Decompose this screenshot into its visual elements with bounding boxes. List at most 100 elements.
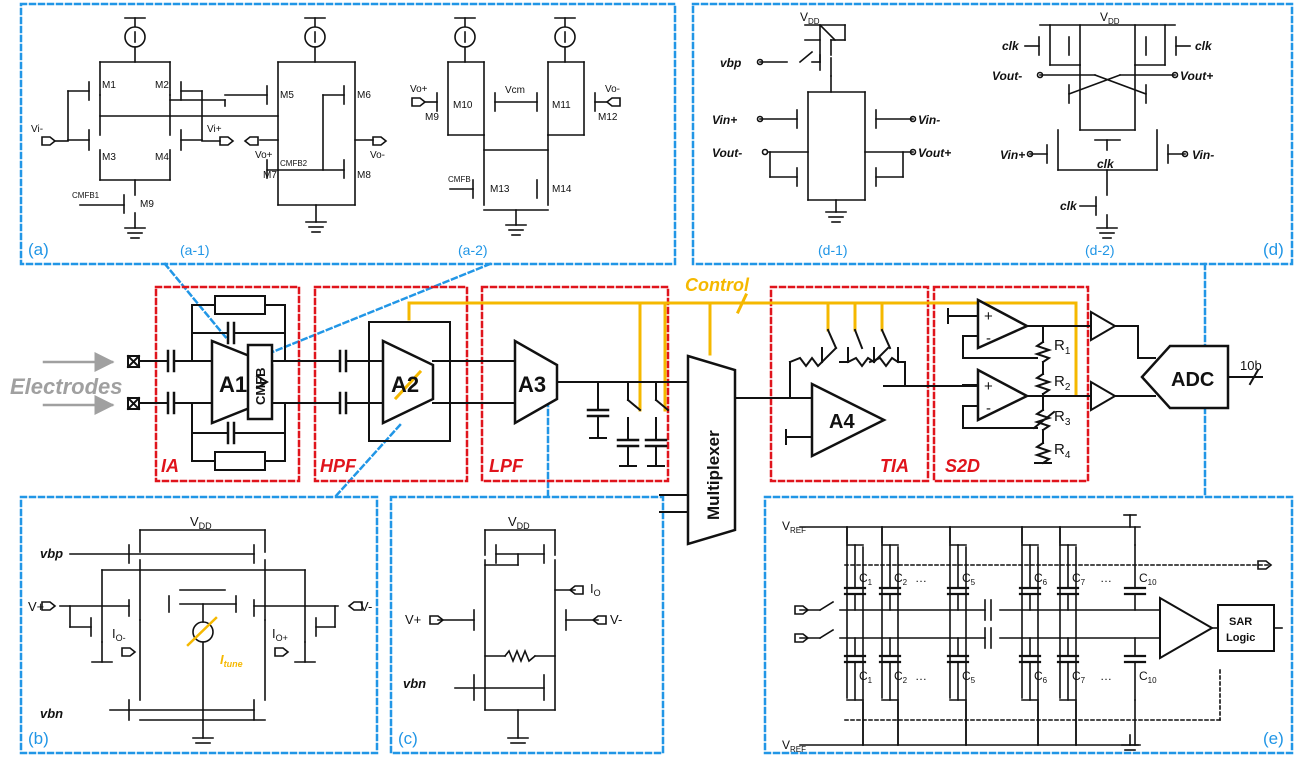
svg-text:M13: M13 xyxy=(490,184,510,195)
panel-a-circuit xyxy=(41,17,621,239)
cmfb-label: CMFB xyxy=(253,367,268,405)
svg-text:V-: V- xyxy=(360,599,372,614)
svg-text:M8: M8 xyxy=(357,170,371,181)
r2-label: R2 xyxy=(1054,373,1071,393)
svg-text:M10: M10 xyxy=(453,100,473,111)
multiplexer-label: Multiplexer xyxy=(704,430,723,520)
svg-text:Vi+: Vi+ xyxy=(207,124,222,135)
s2d-bot-minus: - xyxy=(986,400,991,417)
svg-text:VDD: VDD xyxy=(800,10,820,26)
svg-text:M11: M11 xyxy=(552,100,571,111)
ia-label: IA xyxy=(161,456,179,476)
svg-text:M3: M3 xyxy=(102,152,116,163)
cap-ellipsis: … xyxy=(915,669,927,683)
svg-text:M6: M6 xyxy=(357,90,371,101)
tia-label: TIA xyxy=(880,456,909,476)
svg-text:vbp: vbp xyxy=(720,56,741,70)
cap-label-bottom-3: C6 xyxy=(1034,669,1048,685)
electrodes-arrows xyxy=(42,352,115,415)
panel-a2-tag: (a-2) xyxy=(458,242,488,258)
svg-text:VREF: VREF xyxy=(782,519,806,535)
control-label: Control xyxy=(685,275,750,295)
cap-ellipsis: … xyxy=(915,571,927,585)
svg-text:Vin+: Vin+ xyxy=(712,113,737,127)
s2d-top-minus: - xyxy=(986,330,991,347)
panel-c-circuit xyxy=(429,529,607,744)
svg-text:M9: M9 xyxy=(425,112,439,123)
svg-text:Vin-: Vin- xyxy=(1192,148,1214,162)
svg-text:M12: M12 xyxy=(598,112,618,123)
svg-text:Vo+: Vo+ xyxy=(255,150,273,161)
control-bus xyxy=(404,293,1078,412)
svg-text:Vo-: Vo- xyxy=(370,150,385,161)
svg-text:SAR: SAR xyxy=(1229,616,1252,628)
svg-text:V-: V- xyxy=(610,612,622,627)
svg-text:IO-: IO- xyxy=(112,626,126,643)
svg-text:M5: M5 xyxy=(280,90,294,101)
s2d-opamp-top xyxy=(976,297,1030,350)
panel-b-frame xyxy=(19,495,379,755)
panel-b-circuit xyxy=(41,529,363,744)
panel-d1-tag: (d-1) xyxy=(818,242,848,258)
panel-e-labels: VREF VREF SAR Logic xyxy=(782,519,1255,754)
panel-a-labels: M1 M2 M3 M4 M5 M6 M7 M8 M9 Vi- Vi+ Vo+ V… xyxy=(31,80,620,210)
a4-label: A4 xyxy=(829,411,855,433)
svg-text:Vout+: Vout+ xyxy=(1180,69,1213,83)
cap-label-top-5: C10 xyxy=(1139,571,1157,587)
svg-text:Vout-: Vout- xyxy=(992,69,1022,83)
panel-d-circuit xyxy=(756,23,1191,239)
s2d-bot-plus: + xyxy=(984,378,993,395)
cap-label-top-3: C6 xyxy=(1034,571,1048,587)
svg-text:Vin-: Vin- xyxy=(918,113,940,127)
red-blocks xyxy=(154,285,1090,483)
cap-label-bottom-4: C7 xyxy=(1072,669,1086,685)
svg-text:V+: V+ xyxy=(28,599,44,614)
cap-label-top-2: C5 xyxy=(962,571,976,587)
cap-label-bottom-1: C2 xyxy=(894,669,908,685)
svg-text:clk: clk xyxy=(1097,157,1115,171)
a1-label: A1 xyxy=(219,372,247,397)
panel-a-tags: (a) (a-1) (a-2) xyxy=(28,240,488,259)
svg-text:V+: V+ xyxy=(405,612,421,627)
a3-label: A3 xyxy=(518,372,546,397)
cap-label-top-0: C1 xyxy=(859,571,873,587)
panel-d-tag: (d) xyxy=(1263,240,1284,259)
panel-frames xyxy=(19,2,1294,755)
panel-c-labels: VDD V+ V- IO vbn xyxy=(403,514,622,691)
svg-text:IO+: IO+ xyxy=(272,626,288,643)
s2d-label: S2D xyxy=(945,456,980,476)
amplifier-shapes xyxy=(210,297,1030,546)
panel-e-circuit xyxy=(794,514,1283,751)
cap-label-top-1: C2 xyxy=(894,571,908,587)
a4-amp xyxy=(810,381,887,459)
svg-text:Vout-: Vout- xyxy=(712,146,742,160)
svg-text:vbp: vbp xyxy=(40,546,63,561)
panel-e-frame xyxy=(763,495,1294,755)
svg-text:clk: clk xyxy=(1060,199,1078,213)
svg-text:Vcm: Vcm xyxy=(505,85,525,96)
svg-text:CMFB: CMFB xyxy=(448,175,471,184)
cap-label-top-4: C7 xyxy=(1072,571,1086,587)
svg-text:clk: clk xyxy=(1002,39,1020,53)
panel-c-frame xyxy=(389,495,665,755)
cap-label-bottom-2: C5 xyxy=(962,669,976,685)
svg-text:Vout+: Vout+ xyxy=(918,146,951,160)
svg-text:VDD: VDD xyxy=(190,514,212,531)
svg-text:VDD: VDD xyxy=(1100,10,1120,26)
r1-label: R1 xyxy=(1054,337,1071,357)
panel-c-tag: (c) xyxy=(398,729,418,748)
svg-text:M9: M9 xyxy=(140,199,154,210)
svg-text:M1: M1 xyxy=(102,80,116,91)
r4-label: R4 xyxy=(1054,441,1071,461)
signal-wires xyxy=(126,295,1263,513)
svg-text:M4: M4 xyxy=(155,152,169,163)
svg-text:Vi-: Vi- xyxy=(31,124,43,135)
svg-text:M7: M7 xyxy=(263,170,277,181)
panel-e-tag: (e) xyxy=(1263,729,1284,748)
callout-lines xyxy=(163,262,1207,499)
bits-label: 10b xyxy=(1240,358,1262,373)
svg-text:VDD: VDD xyxy=(508,514,530,531)
panel-d2-tag: (d-2) xyxy=(1085,242,1115,258)
electrodes-label: Electrodes xyxy=(10,374,123,399)
